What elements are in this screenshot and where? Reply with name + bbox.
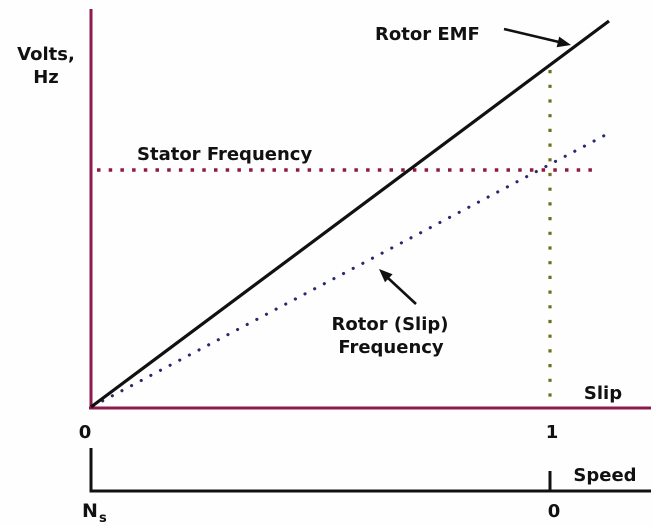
- rotor-slip-frequency-line: [91, 129, 615, 408]
- rotor-slip-frequency-label-line2: Frequency: [338, 337, 444, 358]
- rotor-emf-arrow-line: [503, 27, 560, 44]
- speed-zero-tick-label: 0: [548, 501, 561, 522]
- rotor-emf-line: [90, 19, 610, 409]
- slip-axis-label: Slip: [584, 383, 622, 404]
- y-axis-label-line2: Hz: [33, 67, 59, 88]
- stator-frequency-label: Stator Frequency: [137, 144, 312, 165]
- rotor-emf-label: Rotor EMF: [375, 24, 480, 45]
- speed-axis-label: Speed: [573, 465, 636, 486]
- speed-origin-label-subscript: s: [99, 511, 107, 526]
- rotor-slip-frequency-label-line1: Rotor (Slip): [332, 314, 449, 335]
- rotor-emf-arrowhead-icon: [556, 36, 571, 48]
- rotor-slip-frequency-arrow-line: [387, 277, 417, 305]
- speed-axis: [89, 448, 651, 493]
- y-axis-label-line1: Volts,: [17, 44, 75, 65]
- slip-one-tick-label: 1: [546, 422, 559, 443]
- slip-zero-tick-label: 0: [79, 422, 92, 443]
- rotor-slip-frequency-arrowhead-icon: [379, 269, 393, 283]
- speed-origin-label-main: N: [82, 500, 98, 522]
